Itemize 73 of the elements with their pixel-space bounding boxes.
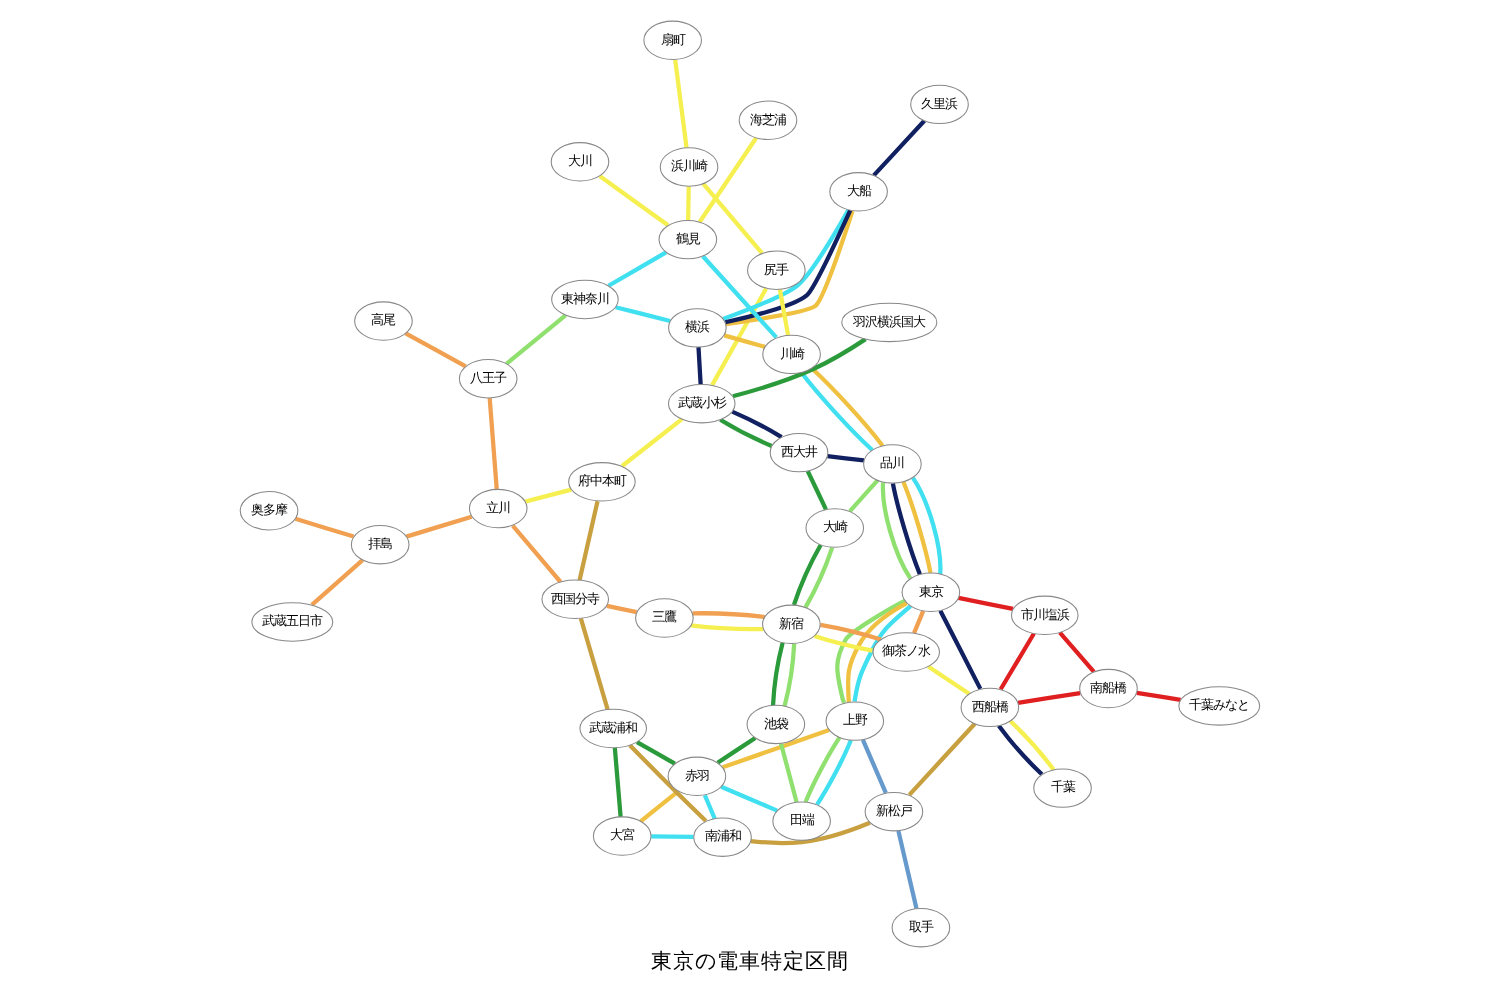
connector	[860, 739, 888, 794]
connector	[901, 480, 933, 574]
connector	[880, 482, 913, 580]
connector	[692, 611, 765, 620]
connector	[577, 500, 600, 581]
connector	[805, 470, 828, 511]
connector	[701, 182, 764, 255]
connector	[770, 642, 785, 706]
connector	[1058, 631, 1096, 674]
connector	[716, 736, 757, 765]
connector	[405, 514, 473, 539]
connector	[701, 254, 778, 339]
connector	[938, 609, 983, 690]
connector	[606, 603, 638, 615]
connector	[1136, 690, 1181, 702]
connector	[791, 543, 823, 606]
connector	[511, 524, 563, 584]
connector	[524, 487, 572, 504]
connector	[731, 409, 783, 439]
connector	[310, 558, 364, 607]
connector	[835, 598, 907, 704]
connector	[890, 483, 922, 576]
connector	[505, 313, 567, 366]
connector	[872, 119, 926, 177]
connector	[721, 728, 830, 770]
connector	[690, 623, 764, 632]
connector	[958, 595, 1014, 611]
connector	[628, 743, 708, 823]
connector	[803, 546, 835, 609]
connector	[723, 333, 766, 349]
connector	[673, 59, 689, 148]
connector	[815, 739, 853, 806]
connector	[896, 830, 919, 909]
connector	[710, 287, 768, 387]
connector	[799, 371, 874, 452]
connector	[732, 337, 867, 399]
connector	[651, 834, 694, 839]
connector	[719, 417, 773, 448]
connector	[598, 174, 670, 228]
caption: 東京の電車特定区間	[651, 948, 849, 975]
connector	[639, 789, 680, 823]
connector	[612, 747, 623, 818]
connector	[702, 794, 717, 820]
connector	[615, 305, 671, 324]
connector	[635, 740, 676, 766]
connector	[911, 476, 943, 575]
connector	[907, 722, 977, 797]
connector	[819, 622, 882, 642]
connector	[813, 634, 873, 653]
connector	[607, 250, 668, 288]
connector	[803, 736, 842, 803]
connector	[927, 664, 971, 696]
connector	[578, 617, 610, 710]
connector	[782, 643, 797, 707]
connector	[487, 398, 499, 490]
connector	[686, 186, 691, 221]
connector	[696, 346, 703, 385]
connector	[750, 820, 871, 846]
connector	[1009, 719, 1056, 771]
connector	[827, 453, 865, 463]
connector	[697, 136, 758, 224]
connector	[777, 288, 791, 336]
connector	[848, 479, 880, 513]
connector	[778, 743, 799, 803]
connector	[997, 724, 1044, 776]
connector	[294, 516, 355, 539]
connector	[720, 784, 778, 813]
connector	[998, 632, 1036, 691]
connector	[404, 331, 467, 369]
connector	[620, 417, 684, 468]
connector	[912, 610, 926, 634]
connector	[1017, 690, 1081, 706]
connector	[810, 366, 885, 447]
